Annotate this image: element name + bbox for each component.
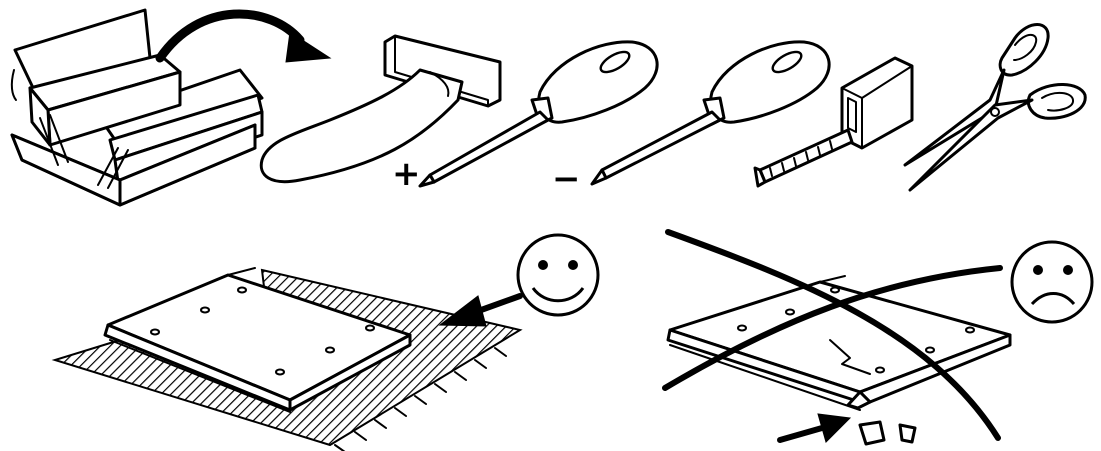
curved-arrow-icon [155, 9, 332, 63]
pointer-arrow-icon [438, 293, 523, 327]
happy-face-icon [516, 233, 600, 317]
phillips-plus-sign: + [392, 154, 421, 194]
cross-out-icon [662, 229, 1003, 441]
flat-screwdriver-icon: − [552, 40, 831, 199]
scissors-icon [903, 23, 1087, 192]
hammer-icon [259, 34, 502, 184]
flat-minus-sign: − [552, 159, 581, 199]
panel-on-carpet-icon [51, 267, 523, 451]
phillips-screwdriver-icon: + [392, 40, 659, 194]
tape-measure-icon [753, 56, 914, 188]
sad-face-icon [1010, 240, 1094, 324]
toolbox-icon [10, 8, 264, 207]
damaged-panel-icon [666, 275, 1012, 446]
